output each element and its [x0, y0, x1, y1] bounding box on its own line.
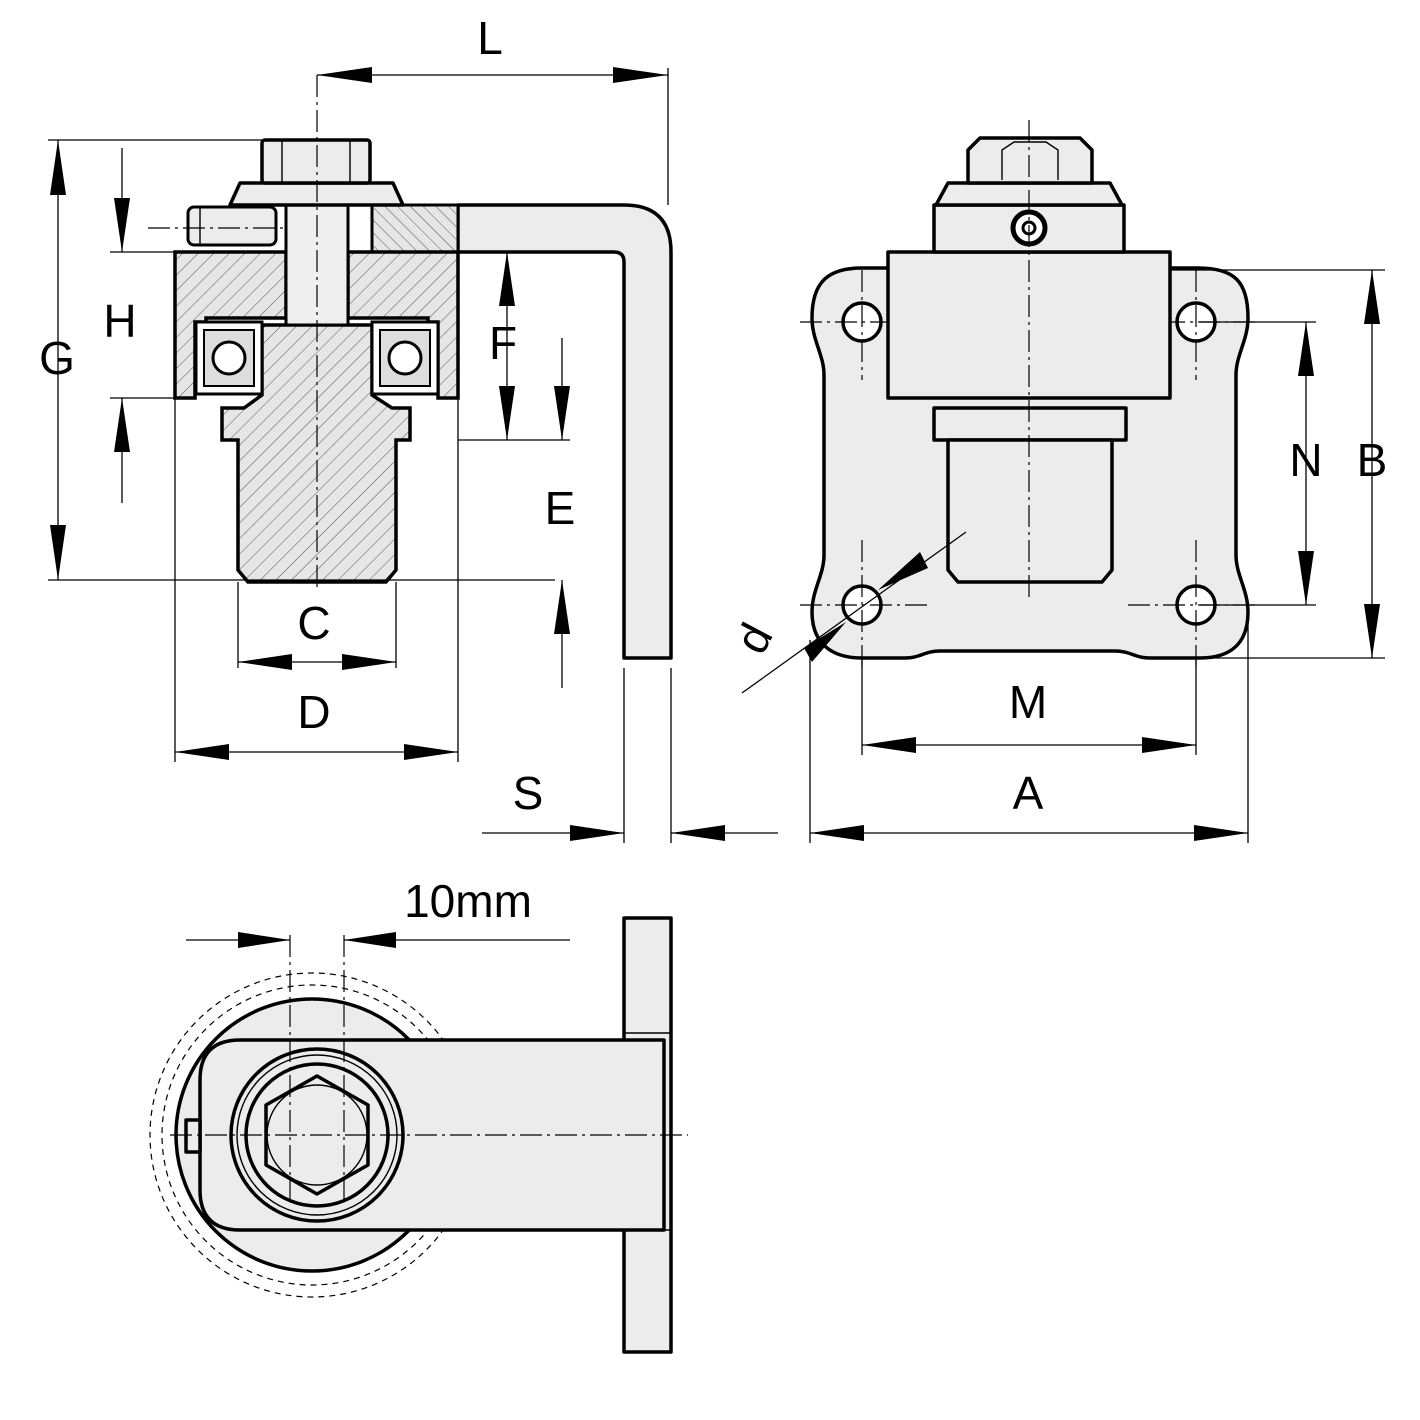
front-view-dimensions — [741, 269, 1385, 843]
dim-label-d: d — [725, 615, 783, 662]
dim-label-G: G — [39, 332, 75, 384]
dim-label-A: A — [1013, 767, 1044, 819]
top-view-dimensions — [186, 932, 570, 948]
dim-label-E: E — [545, 482, 576, 534]
front-hex-head — [966, 136, 1094, 185]
top-plate-section — [370, 203, 460, 254]
dim-label-S: S — [513, 767, 544, 819]
angle-bracket — [456, 203, 673, 660]
hex-bolt-head — [260, 138, 372, 185]
bearing-left-ball — [211, 340, 247, 376]
dim-label-F: F — [489, 317, 517, 369]
front-collar — [932, 406, 1128, 442]
dim-label-C: C — [297, 597, 330, 649]
front-view — [800, 120, 1260, 670]
dim-label-N: N — [1289, 434, 1322, 486]
dim-label-B: B — [1357, 434, 1388, 486]
dim-label-L: L — [477, 12, 503, 64]
grub-screw-tab — [184, 1118, 202, 1154]
dim-label-H: H — [103, 295, 136, 347]
hub-section — [220, 323, 412, 584]
grub-screw — [186, 205, 278, 247]
front-shaft — [946, 438, 1114, 584]
side-section-view — [148, 75, 673, 660]
top-view — [149, 916, 688, 1354]
side-view-dimensions — [48, 67, 778, 843]
dim-label-M: M — [1009, 676, 1047, 728]
dim-label-10mm: 10mm — [404, 875, 532, 927]
bearing-right-ball — [387, 340, 423, 376]
dim-label-D: D — [297, 686, 330, 738]
